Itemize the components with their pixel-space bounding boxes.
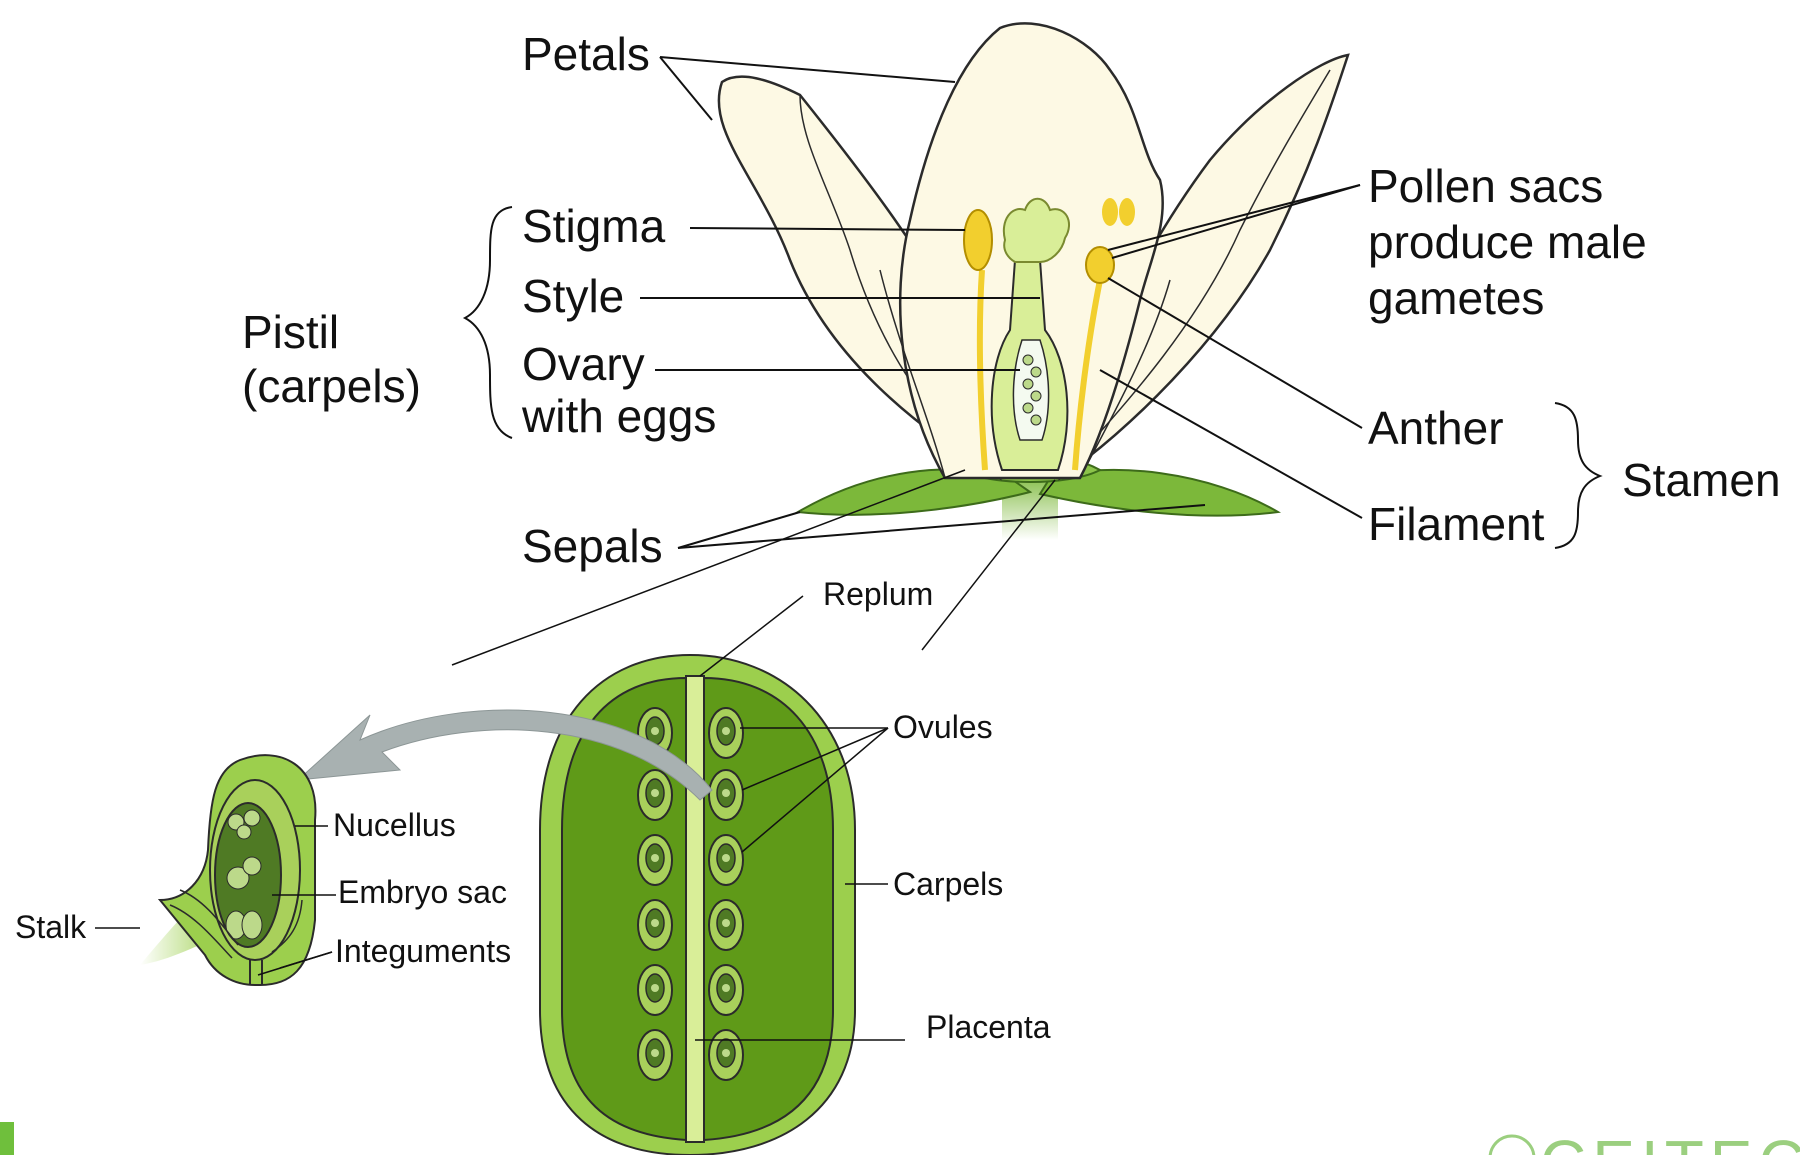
label-pistil: Pistil bbox=[242, 306, 339, 358]
label-integuments: Integuments bbox=[335, 933, 511, 969]
label-pistil-carpels: (carpels) bbox=[242, 360, 421, 412]
label-carpels: Carpels bbox=[893, 866, 1003, 902]
label-ovary: Ovary bbox=[522, 338, 645, 390]
ovule bbox=[709, 835, 743, 885]
label-pollen-gametes: gametes bbox=[1368, 272, 1544, 324]
anther-back-1 bbox=[1102, 198, 1118, 226]
label-stalk: Stalk bbox=[15, 909, 87, 945]
logo-mark-icon bbox=[1490, 1136, 1534, 1155]
ceitec-logo: CEITEC bbox=[1490, 1127, 1800, 1155]
label-sepals: Sepals bbox=[522, 520, 663, 572]
corner-accent bbox=[0, 1122, 14, 1155]
label-filament: Filament bbox=[1368, 498, 1545, 550]
label-placenta: Placenta bbox=[926, 1009, 1051, 1045]
ovule bbox=[638, 965, 672, 1015]
ovule bbox=[709, 965, 743, 1015]
ovule bbox=[638, 770, 672, 820]
label-pollen-produce: produce male bbox=[1368, 216, 1647, 268]
label-nucellus: Nucellus bbox=[333, 807, 456, 843]
ovule bbox=[638, 900, 672, 950]
ovule bbox=[709, 770, 743, 820]
replum-septum bbox=[686, 676, 704, 1142]
label-petals: Petals bbox=[522, 28, 650, 80]
anther-back-2 bbox=[1119, 198, 1135, 226]
label-stamen: Stamen bbox=[1622, 454, 1781, 506]
ovule-detail bbox=[140, 755, 315, 985]
label-pollen-sacs: Pollen sacs bbox=[1368, 160, 1603, 212]
label-ovary-eggs: with eggs bbox=[521, 390, 716, 442]
ovule bbox=[638, 835, 672, 885]
ovule bbox=[638, 1030, 672, 1080]
ovule bbox=[709, 900, 743, 950]
anther-right bbox=[1086, 247, 1114, 283]
label-style: Style bbox=[522, 270, 624, 322]
logo-text: CEITEC bbox=[1540, 1127, 1800, 1155]
label-ovules: Ovules bbox=[893, 709, 993, 745]
label-replum: Replum bbox=[823, 576, 933, 612]
label-stigma: Stigma bbox=[522, 200, 666, 252]
ovule bbox=[709, 708, 743, 758]
ovule bbox=[709, 1030, 743, 1080]
flower-illustration bbox=[719, 23, 1348, 540]
pistil-ovary-chamber bbox=[1013, 340, 1048, 440]
label-embryo-sac: Embryo sac bbox=[338, 874, 507, 910]
label-anther: Anther bbox=[1368, 402, 1504, 454]
anther-left bbox=[964, 210, 992, 270]
